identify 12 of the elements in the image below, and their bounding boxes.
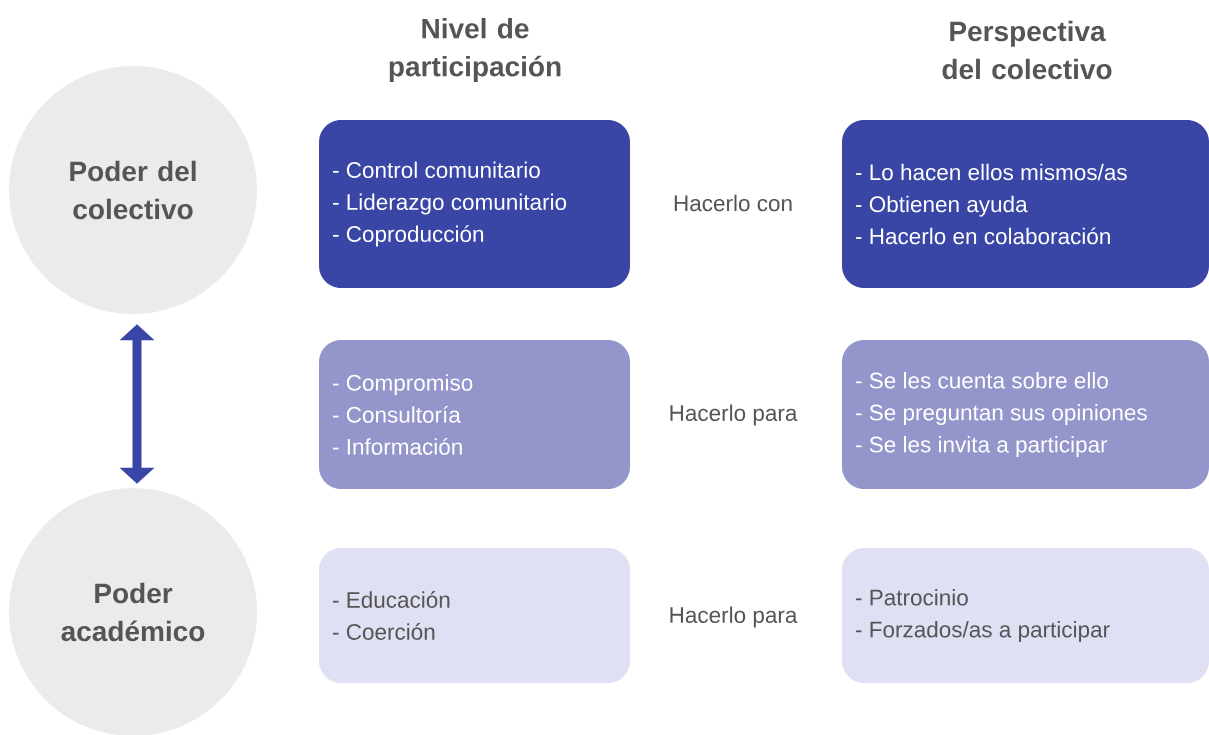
list-box: - Control comunitario - Liderazgo comunitario - Coproducción bbox=[319, 120, 630, 288]
list-box: - Lo hacen ellos mismos/as - Obtienen ayuda - Hacerlo en colaboración bbox=[842, 120, 1209, 288]
row-label: Hacerlo para bbox=[670, 404, 798, 426]
list-box: - Educación - Coerción bbox=[319, 548, 630, 683]
list-box: - Se les cuenta sobre ello - Se preguntan sus opiniones - Se les invita a participar bbox=[842, 340, 1209, 489]
column-heading: Perspectiva del colectivo bbox=[942, 20, 1112, 80]
double-arrow bbox=[119, 324, 155, 484]
list-box: - Patrocinio - Forzados/as a participar bbox=[842, 548, 1209, 683]
column-heading: Nivel de participación bbox=[389, 17, 561, 83]
list-box: - Compromiso - Consultoría - Información bbox=[319, 340, 630, 489]
row-label: Hacerlo para bbox=[670, 606, 798, 628]
row-label: Hacerlo con bbox=[674, 194, 792, 212]
